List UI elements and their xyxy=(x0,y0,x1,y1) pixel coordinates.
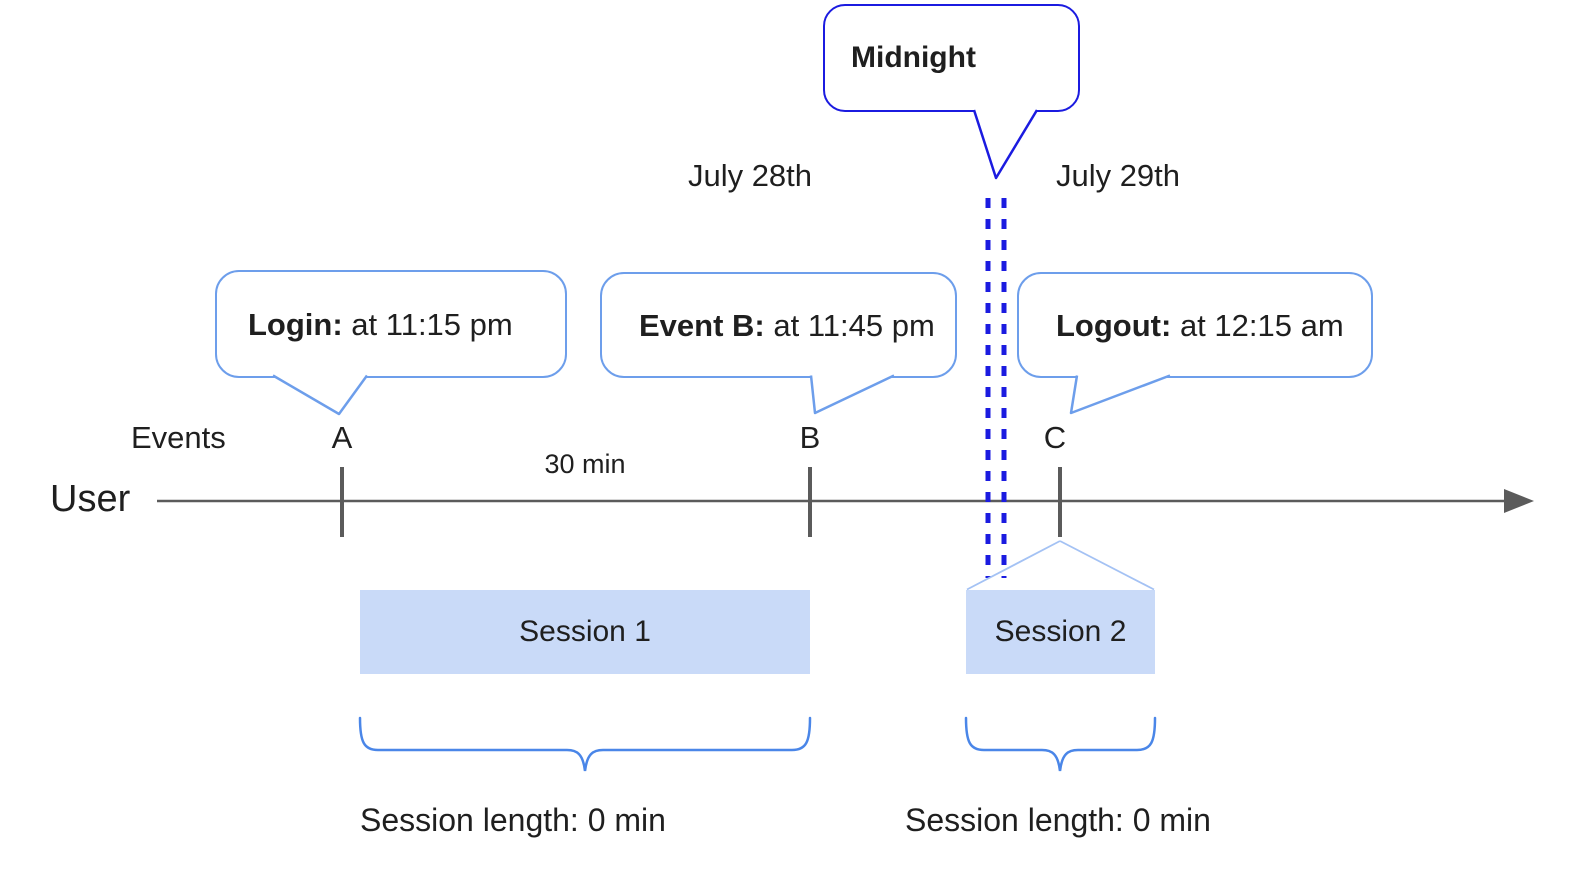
session-1-brace xyxy=(358,716,812,772)
event-b-callout-detail: at 11:45 pm xyxy=(764,307,935,343)
session-1-length-label: Session length: 0 min xyxy=(360,802,666,838)
session-2-brace xyxy=(964,716,1157,772)
event-b-callout-bubble: Event B: at 11:45 pm xyxy=(600,272,957,378)
login-callout-detail: at 11:15 pm xyxy=(342,306,513,342)
login-callout-title: Login: xyxy=(248,306,343,342)
logout-callout-title: Logout: xyxy=(1056,307,1172,343)
event-marker-b: B xyxy=(799,420,821,455)
date-label-july-28: July 28th xyxy=(687,158,813,193)
session-2-label: Session 2 xyxy=(994,615,1127,648)
session-2-box: Session 2 xyxy=(966,590,1155,674)
event-b-callout-tail xyxy=(809,374,895,415)
event-marker-a: A xyxy=(331,420,353,455)
session-2-length-label: Session length: 0 min xyxy=(905,802,1211,838)
events-row-label: Events xyxy=(131,420,226,455)
session-2-connector-right xyxy=(1059,540,1155,591)
interval-30min-label: 30 min xyxy=(544,449,626,479)
session-1-box: Session 1 xyxy=(360,590,810,674)
login-callout-tail xyxy=(272,374,369,416)
user-axis-label: User xyxy=(50,478,131,520)
timeline-arrowhead-icon xyxy=(1504,489,1534,513)
event-b-callout-title: Event B: xyxy=(639,307,765,343)
logout-callout-bubble: Logout: at 12:15 am xyxy=(1017,272,1373,378)
midnight-callout-label: Midnight xyxy=(851,41,976,74)
midnight-callout-bubble: Midnight xyxy=(823,4,1080,112)
logout-callout-tail xyxy=(1069,374,1171,415)
session-2-connector-left xyxy=(966,540,1061,591)
logout-callout-detail: at 12:15 am xyxy=(1171,307,1344,343)
login-callout-bubble: Login: at 11:15 pm xyxy=(215,270,567,378)
event-marker-c: C xyxy=(1043,420,1067,455)
date-label-july-29: July 29th xyxy=(1055,158,1181,193)
session-1-label: Session 1 xyxy=(519,615,651,648)
